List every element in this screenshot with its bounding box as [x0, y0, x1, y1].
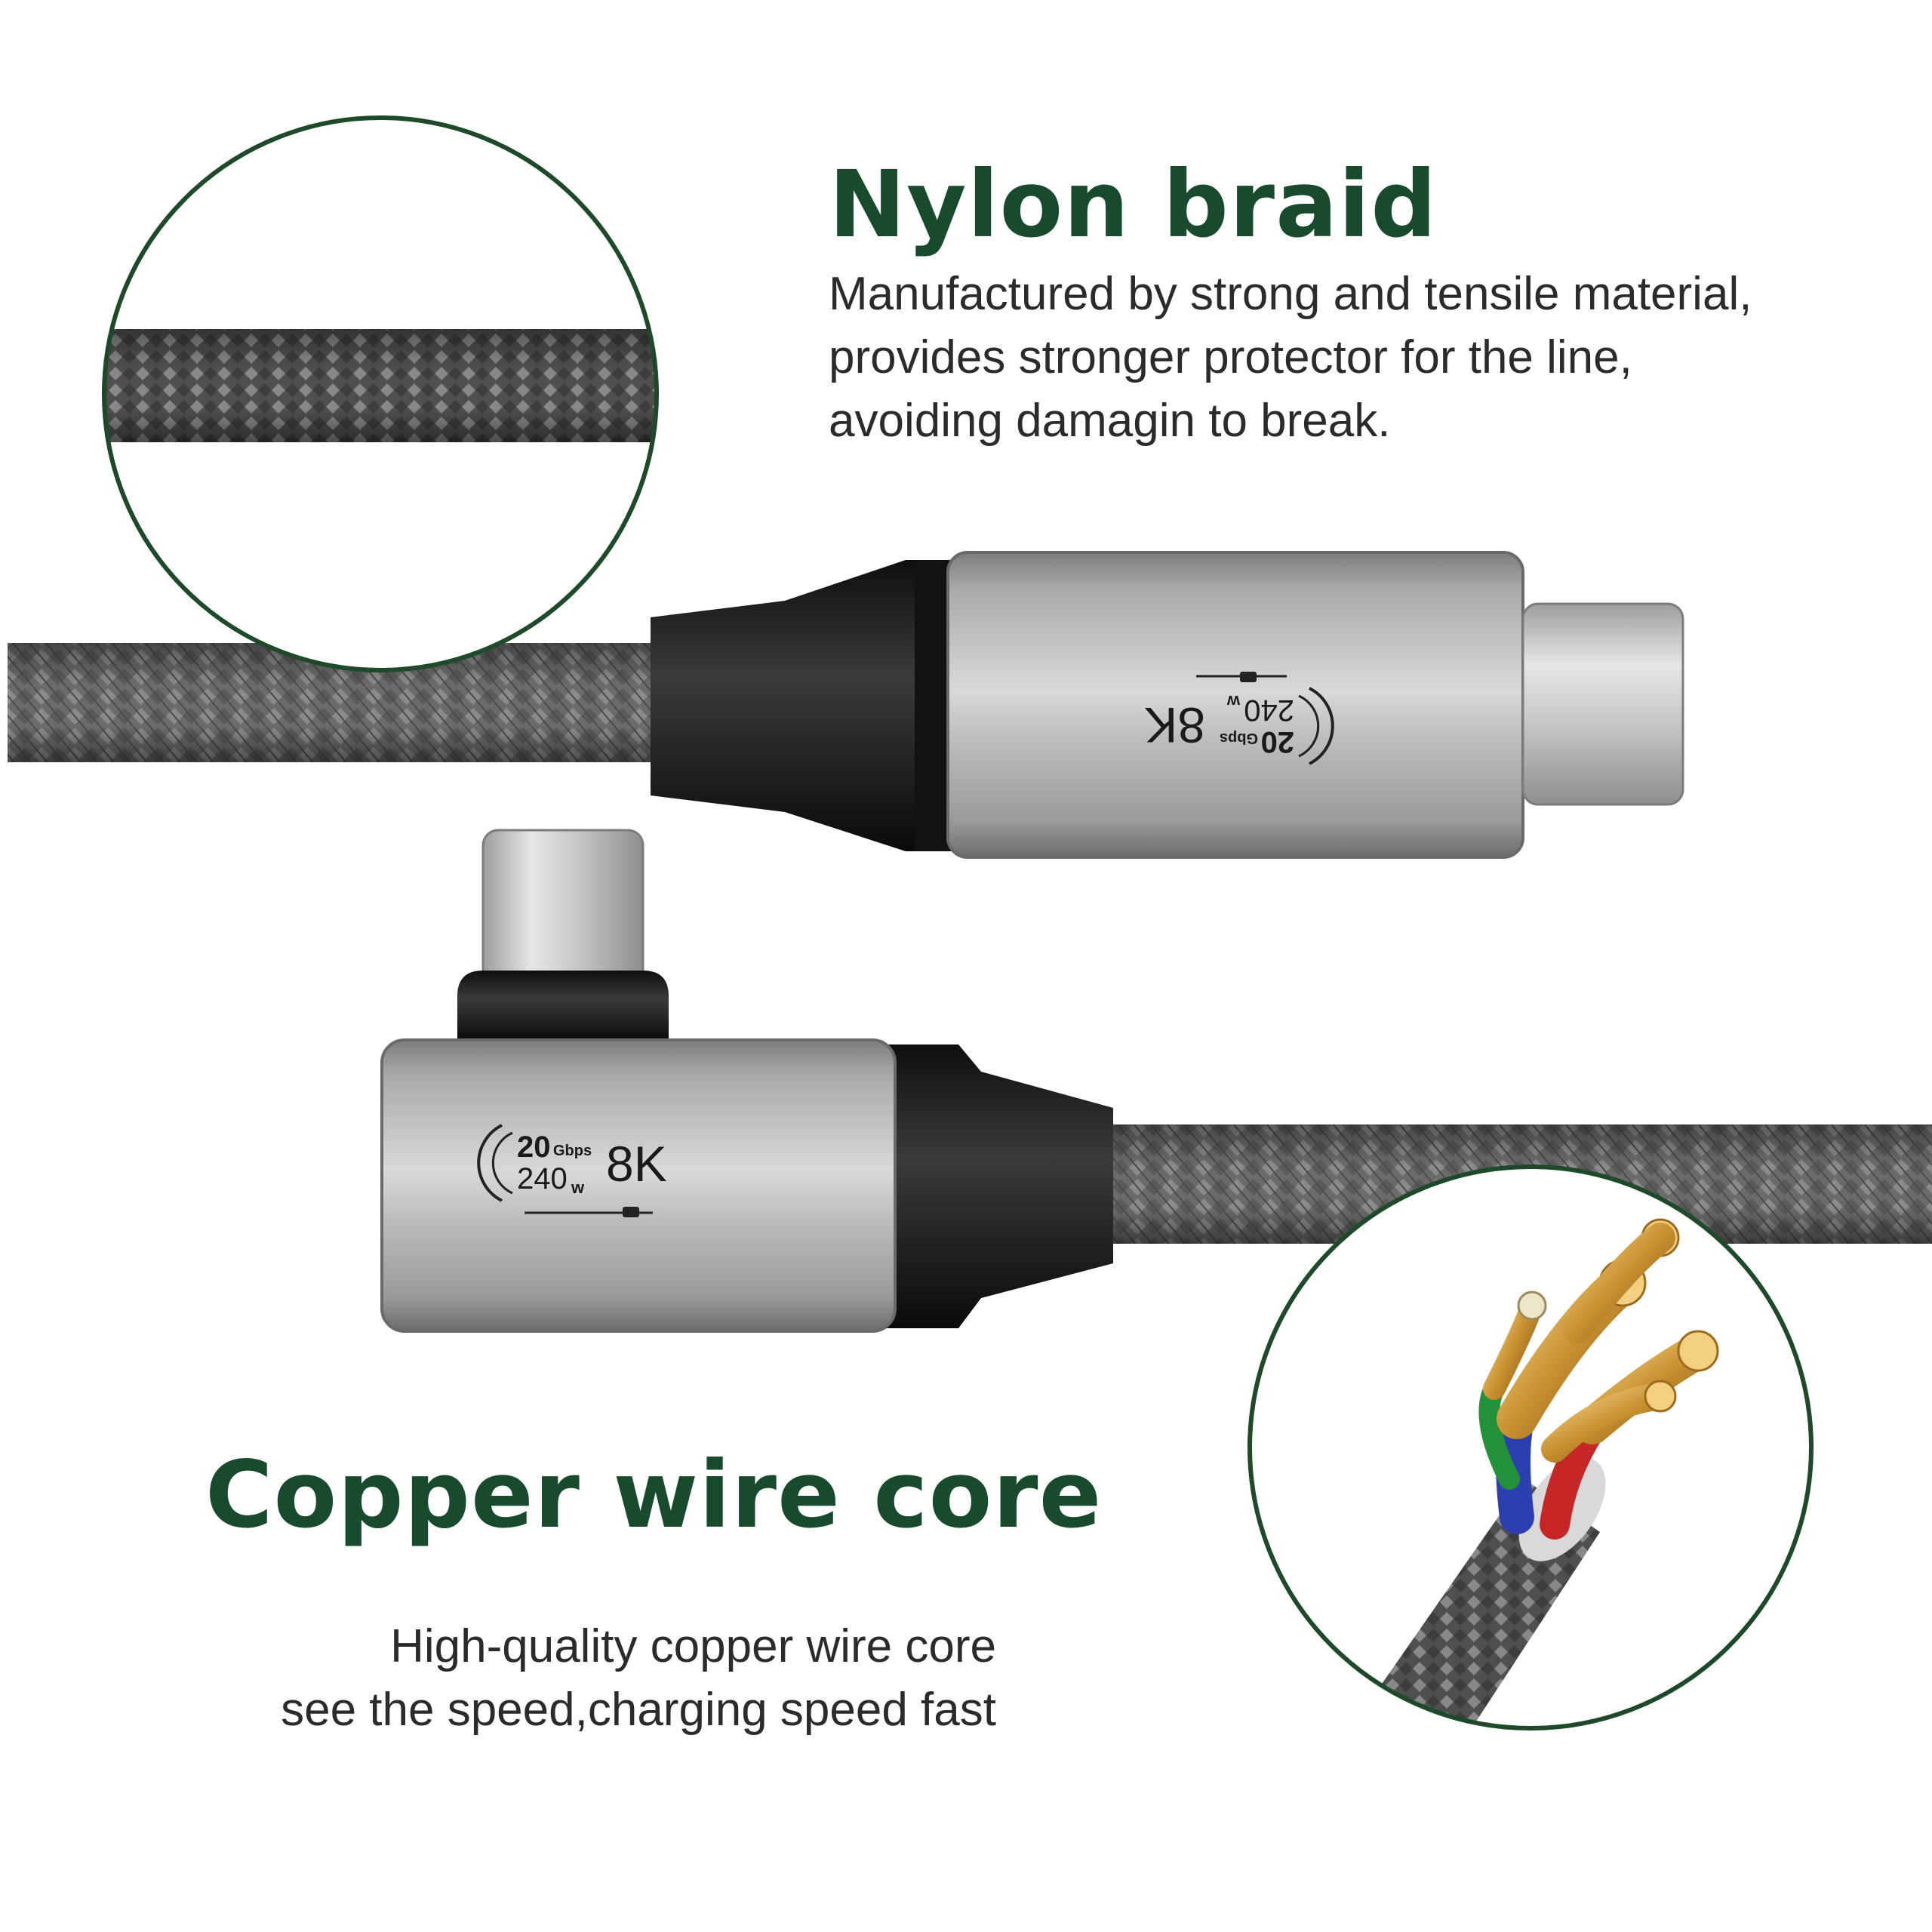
badge-power-unit: w — [1226, 692, 1241, 711]
usb-c-plug — [1523, 604, 1683, 804]
usb-c-plug-vertical — [483, 830, 643, 992]
badge-power-value: 240 — [1244, 694, 1294, 727]
badge-power-unit: w — [571, 1178, 585, 1197]
copper-line-1: High-quality copper wire core — [390, 1620, 996, 1672]
aluminum-housing-lower — [382, 1040, 895, 1331]
badge-resolution: 8K — [606, 1136, 667, 1192]
badge-speed-unit: Gbps — [553, 1143, 592, 1159]
straight-usb-c-connector: 20 Gbps 240 w 8K — [8, 551, 1684, 859]
badge-power-value: 240 — [517, 1162, 568, 1195]
nylon-braid-description: Manufactured by strong and tensile mater… — [829, 263, 1752, 453]
right-angle-usb-c-connector: 20 Gbps 240 w 8K — [380, 829, 1932, 1333]
spec-badge-lower: 20 Gbps 240 w 8K — [477, 1124, 667, 1217]
braid-zoom-circle — [102, 115, 659, 672]
badge-speed-value: 20 — [1261, 725, 1295, 758]
braid-line-3: avoiding damagin to break. — [829, 395, 1391, 447]
aluminum-housing — [948, 552, 1523, 857]
braid-line-1: Manufactured by strong and tensile mater… — [829, 268, 1752, 320]
strain-relief-boot — [651, 560, 958, 851]
copper-core-description: High-quality copper wire core see the sp… — [281, 1615, 996, 1742]
copper-core-title: Copper wire core — [205, 1441, 1103, 1549]
copper-core-zoom-circle — [1247, 1164, 1814, 1730]
badge-speed-value: 20 — [517, 1131, 551, 1164]
strain-relief-boot-lower — [868, 1044, 1113, 1328]
badge-resolution: 8K — [1144, 697, 1205, 753]
copper-line-2: see the speed,charging speed fast — [281, 1684, 996, 1736]
nylon-braid-title: Nylon braid — [829, 151, 1438, 258]
plug-collar — [457, 971, 669, 1041]
spec-badge-upper: 20 Gbps 240 w 8K — [1144, 672, 1334, 765]
braid-line-2: provides stronger protector for the line… — [829, 331, 1632, 383]
badge-speed-unit: Gbps — [1220, 730, 1258, 746]
